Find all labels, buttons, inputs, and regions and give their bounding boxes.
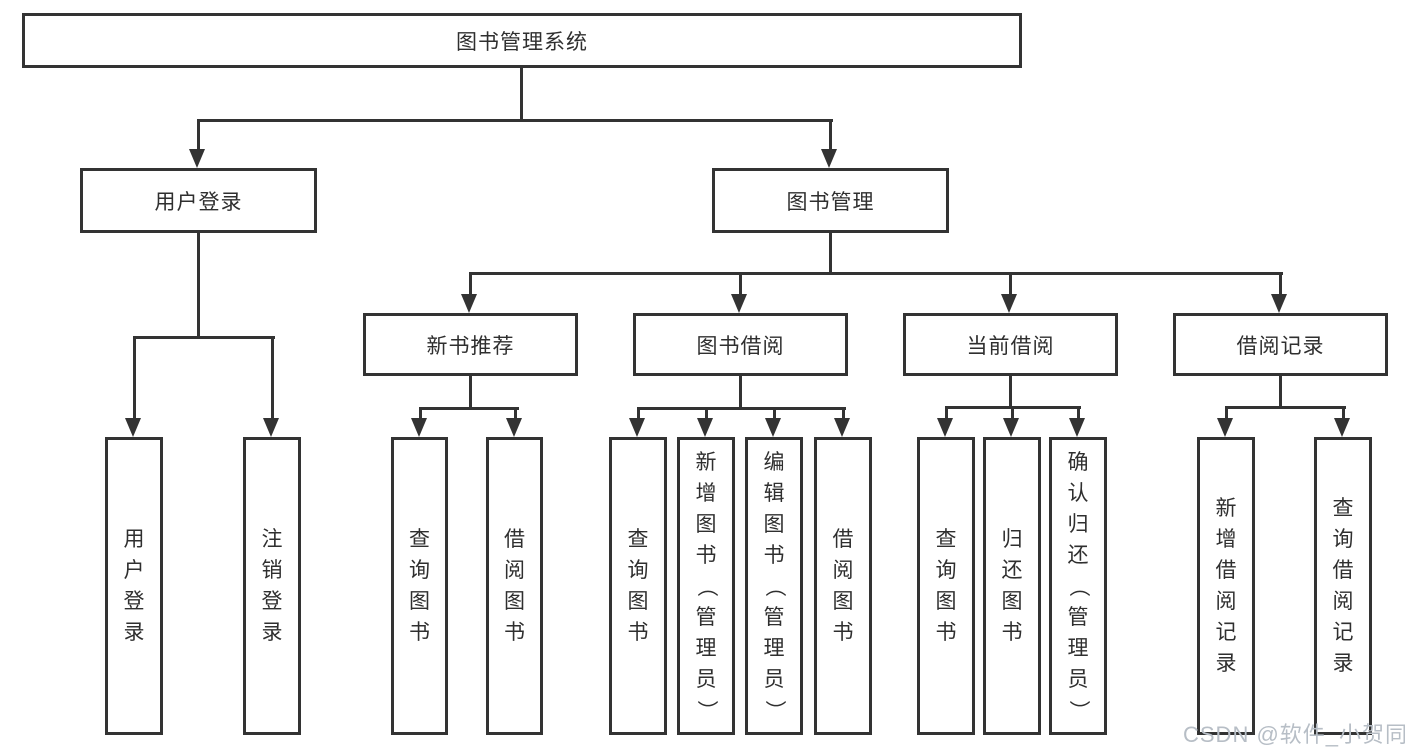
node-current-borrow-label: 当前借阅 <box>966 334 1055 358</box>
arrowhead-icon <box>1069 418 1085 437</box>
connector-drop <box>514 407 517 420</box>
connector-borrowrecord-rail <box>1225 406 1346 409</box>
leaf-newbook-query-label: 查询图书 <box>409 528 430 644</box>
node-book-borrow-label: 图书借阅 <box>696 334 785 358</box>
node-root: 图书管理系统 <box>22 13 1022 68</box>
connector-drop <box>133 336 136 420</box>
leaf-logout-label: 注销登录 <box>261 528 283 644</box>
connector-currentborrow-stem <box>1009 374 1012 409</box>
arrowhead-icon <box>263 418 279 437</box>
arrowhead-icon <box>1334 418 1350 437</box>
arrowhead-icon <box>411 418 427 437</box>
node-current-borrow: 当前借阅 <box>903 313 1118 376</box>
connector-userlogin-rail <box>133 336 275 339</box>
connector-drop <box>842 407 845 420</box>
arrowhead-icon <box>189 149 205 168</box>
leaf-current-query: 查询图书 <box>917 437 975 735</box>
connector-drop <box>739 272 742 296</box>
connector-drop <box>1077 406 1080 420</box>
node-borrow-record-label: 借阅记录 <box>1236 334 1325 358</box>
connector-root-rail <box>197 119 833 122</box>
leaf-borrow-book: 借阅图书 <box>814 437 872 735</box>
connector-drop <box>419 407 422 420</box>
connector-bookborrow-rail <box>637 407 846 410</box>
leaf-confirm-return-admin: 确认归还（管理员） <box>1049 437 1107 735</box>
node-user-login-label: 用户登录 <box>154 190 243 214</box>
connector-drop <box>829 119 832 152</box>
connector-drop <box>469 272 472 296</box>
arrowhead-icon <box>937 418 953 437</box>
arrowhead-icon <box>697 418 713 437</box>
leaf-query-borrow-record-label: 查询借阅记录 <box>1332 497 1354 675</box>
leaf-return-book-label: 归还图书 <box>1001 528 1023 644</box>
connector-drop <box>1279 272 1282 296</box>
arrowhead-icon <box>821 149 837 168</box>
leaf-newbook-borrow-label: 借阅图书 <box>504 528 525 644</box>
node-user-login: 用户登录 <box>80 168 317 233</box>
connector-userlogin-stem <box>197 231 200 339</box>
leaf-logout: 注销登录 <box>243 437 301 735</box>
node-root-label: 图书管理系统 <box>456 30 588 54</box>
connector-drop <box>945 406 948 420</box>
leaf-newbook-query: 查询图书 <box>391 437 448 735</box>
node-book-management-label: 图书管理 <box>786 190 875 214</box>
connector-drop <box>271 336 274 420</box>
node-borrow-record: 借阅记录 <box>1173 313 1388 376</box>
leaf-add-book-admin-label: 新增图书（管理员） <box>694 450 718 721</box>
connector-drop <box>197 119 200 152</box>
arrowhead-icon <box>1217 418 1233 437</box>
connector-drop <box>705 407 708 420</box>
connector-drop <box>1009 272 1012 296</box>
leaf-borrow-book-label: 借阅图书 <box>832 528 854 644</box>
node-new-book-recommend: 新书推荐 <box>363 313 578 376</box>
arrowhead-icon <box>765 418 781 437</box>
leaf-borrow-query: 查询图书 <box>609 437 667 735</box>
arrowhead-icon <box>461 294 477 313</box>
node-book-borrow: 图书借阅 <box>633 313 848 376</box>
connector-drop <box>773 407 776 420</box>
connector-drop <box>1342 406 1345 420</box>
leaf-newbook-borrow: 借阅图书 <box>486 437 543 735</box>
arrowhead-icon <box>125 418 141 437</box>
arrowhead-icon <box>731 294 747 313</box>
connector-newbook-rail <box>419 407 519 410</box>
arrowhead-icon <box>834 418 850 437</box>
node-book-management: 图书管理 <box>712 168 949 233</box>
arrowhead-icon <box>506 418 522 437</box>
connector-drop <box>1225 406 1228 420</box>
arrowhead-icon <box>1003 418 1019 437</box>
leaf-confirm-return-admin-label: 确认归还（管理员） <box>1066 450 1090 721</box>
leaf-add-book-admin: 新增图书（管理员） <box>677 437 735 735</box>
connector-bookborrow-stem <box>739 374 742 410</box>
node-new-book-recommend-label: 新书推荐 <box>426 334 515 358</box>
leaf-return-book: 归还图书 <box>983 437 1041 735</box>
leaf-query-borrow-record: 查询借阅记录 <box>1314 437 1372 735</box>
connector-bookmgmt-rail <box>469 272 1283 275</box>
leaf-edit-book-admin-label: 编辑图书（管理员） <box>762 450 786 721</box>
connector-root-stem <box>520 68 523 122</box>
connector-bookmgmt-stem <box>829 231 832 275</box>
leaf-edit-book-admin: 编辑图书（管理员） <box>745 437 803 735</box>
leaf-current-query-label: 查询图书 <box>935 528 957 644</box>
csdn-watermark: CSDN @软件_小贺同学 <box>1183 722 1405 747</box>
connector-newbook-stem <box>469 374 472 410</box>
arrowhead-icon <box>629 418 645 437</box>
leaf-borrow-query-label: 查询图书 <box>627 528 649 644</box>
leaf-add-borrow-record-label: 新增借阅记录 <box>1215 497 1237 675</box>
leaf-add-borrow-record: 新增借阅记录 <box>1197 437 1255 735</box>
connector-drop <box>1011 406 1014 420</box>
connector-drop <box>637 407 640 420</box>
arrowhead-icon <box>1271 294 1287 313</box>
connector-borrowrecord-stem <box>1279 374 1282 409</box>
leaf-user-login: 用户登录 <box>105 437 163 735</box>
leaf-user-login-label: 用户登录 <box>123 528 145 644</box>
arrowhead-icon <box>1001 294 1017 313</box>
